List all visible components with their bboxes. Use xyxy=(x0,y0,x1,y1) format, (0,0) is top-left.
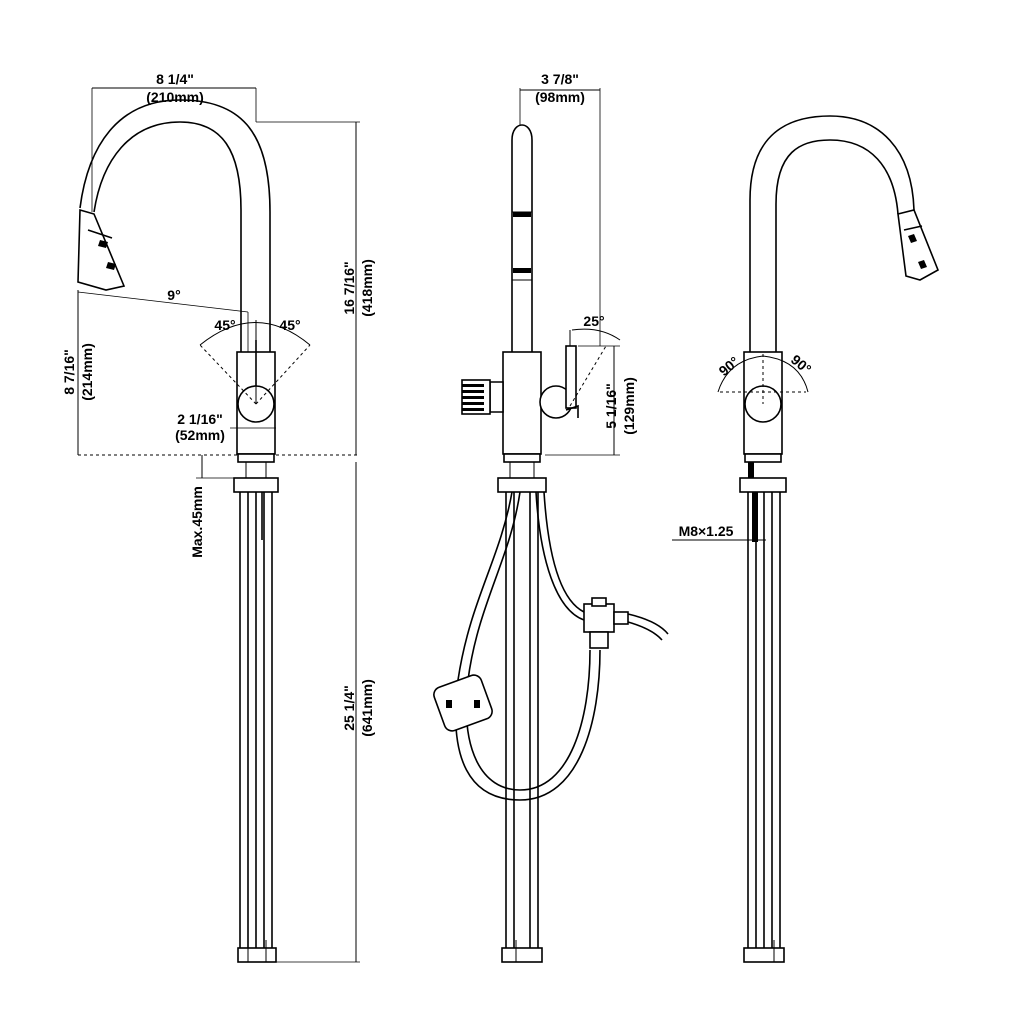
front-supply-hoses xyxy=(239,492,273,948)
shank-label-in: 25 1/4" xyxy=(341,685,357,731)
back-spray-button xyxy=(908,234,917,243)
side-supply-hoses xyxy=(505,492,539,948)
front-hose-ends xyxy=(237,947,277,963)
side-spout xyxy=(511,124,533,352)
back-spout-inner xyxy=(775,139,899,352)
back-supply-hoses xyxy=(747,492,781,948)
front-view: 8 1/4" (210mm) 9° 45° 45° 2 1/16" (52mm)… xyxy=(61,71,375,963)
handle-angle-label: 25° xyxy=(583,313,604,329)
reach-label-in: 3 7/8" xyxy=(541,71,579,87)
side-hose-ends xyxy=(501,947,543,963)
side-pulldown-hose xyxy=(454,491,601,801)
spout-height-label-in: 8 7/16" xyxy=(61,349,77,395)
side-view: 3 7/8" (98mm) 25° 5 1/16" (129mm) xyxy=(433,71,669,963)
back-spout-outer xyxy=(749,115,915,352)
max-deck-label: Max.45mm xyxy=(189,486,205,558)
front-spout-inner xyxy=(79,99,271,352)
side-tee-connector xyxy=(583,603,615,633)
back-mount-nut xyxy=(739,477,787,493)
front-mount-nut xyxy=(233,477,279,493)
handle-height-label-mm: (129mm) xyxy=(621,377,637,435)
shank-label-mm: (641mm) xyxy=(359,679,375,737)
back-spray-head xyxy=(897,209,940,281)
reach-label-mm: (98mm) xyxy=(535,89,585,105)
thread-label: M8×1.25 xyxy=(679,523,734,539)
side-mount-nut xyxy=(497,477,547,493)
base-label-in: 2 1/16" xyxy=(177,411,223,427)
back-rotation-left-label: 90° xyxy=(716,353,743,379)
front-spray-button xyxy=(98,240,108,248)
side-spray-ring xyxy=(513,212,531,217)
back-hose-ends xyxy=(743,947,785,963)
spout-height-label-mm: (214mm) xyxy=(79,343,95,401)
front-tilt-line xyxy=(77,291,249,313)
rotation-right-label: 45° xyxy=(279,317,300,333)
width-label-mm: (210mm) xyxy=(146,89,204,105)
side-left-connector xyxy=(489,381,504,413)
width-label-in: 8 1/4" xyxy=(156,71,194,87)
back-thread-stud xyxy=(748,462,754,480)
tilt-angle-label: 9° xyxy=(167,287,180,303)
front-spray-head xyxy=(77,208,126,291)
total-height-label-mm: (418mm) xyxy=(359,259,375,317)
back-rotation-right-label: 90° xyxy=(788,351,815,377)
base-label-mm: (52mm) xyxy=(175,427,225,443)
rotation-left-label: 45° xyxy=(214,317,235,333)
front-spout-outer xyxy=(93,121,242,352)
side-faucet-body xyxy=(502,351,542,455)
handle-height-label-in: 5 1/16" xyxy=(603,383,619,429)
side-hose-weight xyxy=(433,674,493,732)
total-height-label-in: 16 7/16" xyxy=(341,261,357,314)
back-view: 90° 90° M8×1.25 xyxy=(672,115,940,963)
